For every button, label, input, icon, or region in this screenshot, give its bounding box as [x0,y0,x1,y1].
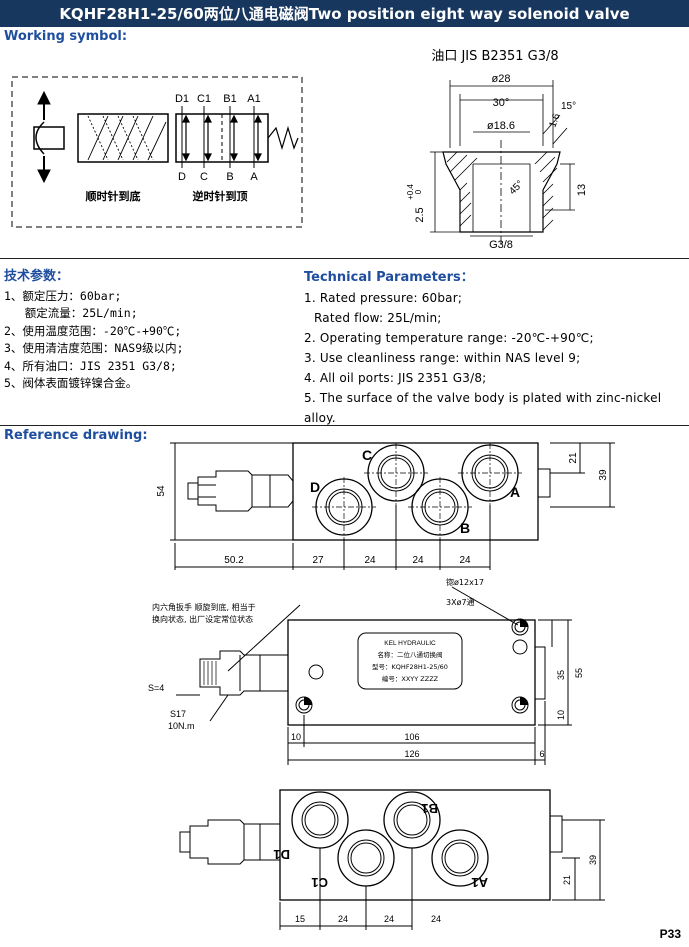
port-detail-drawing: 油口 JIS B2351 G3/8 ø28 30° 15° 1.6 ø18.6 … [406,49,588,251]
working-symbol-diagram: D1 C1 B1 A1 D C B A 顺时针到底 逆时针到顶 [11,76,303,228]
drawing2-s4: S=4 [148,683,164,693]
drawing1-port-c: C [362,447,372,463]
drawing2-dim-6: 6 [539,749,544,759]
page-number: P33 [659,927,681,941]
divider-2 [0,425,689,426]
drawing2-dim-55: 55 [574,668,584,678]
port-dim-angle15: 15° [561,101,576,112]
symbol-port-d: D [178,171,186,183]
cn-param-line: 2、使用温度范围：-20℃-+90℃; [4,323,182,338]
drawing3-dim-39: 39 [588,855,598,865]
drawing2-torque: 10N.m [168,721,195,731]
en-param-line: alloy. [304,411,336,425]
drawing2-dim-106: 106 [404,732,419,742]
drawing3-port-c1: C1 [311,875,328,890]
drawing1-dim-24b: 24 [412,555,424,566]
reference-drawing-label: Reference drawing: [4,428,148,443]
cn-param-line: 3、使用清洁度范围：NAS9级以内; [4,341,184,355]
port-dim-d186: ø18.6 [487,120,515,132]
working-symbol-label: Working symbol: [4,29,128,44]
cn-param-line: 5、阀体表面镀锌镍合金。 [4,376,138,390]
symbol-caption-left: 顺时针到底 [86,189,141,203]
drawing2-dim-126: 126 [404,749,419,759]
drawing2-dim-10b: 10 [556,710,566,720]
reference-drawing-top: C D A B 54 21 39 50.2 27 24 24 24 [156,442,615,570]
drawing1-port-a: A [510,484,520,500]
drawing1-dim-27: 27 [312,555,324,566]
drawing1-dim-21: 21 [568,452,579,464]
drawing2-note-2: 换向状态, 出厂设定常位状态 [152,614,253,624]
cn-param-line: 4、所有油口：JIS 2351 G3/8; [4,358,177,373]
drawing2-dim-10a: 10 [291,732,301,742]
port-dim-h13: 13 [576,184,588,196]
drawing2-hole-note-1: 锪ø12x17 [446,577,484,587]
drawing2-plate-2: 名称：二位八通切换阀 [378,650,443,659]
drawing3-dim-24b: 24 [384,914,394,924]
symbol-caption-right: 逆时针到顶 [193,189,248,203]
drawing1-port-d: D [310,479,320,495]
drawing3-dim-24a: 24 [338,914,348,924]
drawing1-dim-39: 39 [598,469,609,481]
port-dim-thread: G3/8 [489,239,513,251]
port-dim-r16: 1.6 [547,112,562,129]
en-param-line: Rated flow: 25L/min; [314,311,442,325]
drawing3-port-d1: D1 [273,847,290,862]
en-param-line: 3. Use cleanliness range: within NAS lev… [304,351,581,365]
drawing2-plate-4: 编号：XXYY ZZZZ [382,674,439,683]
en-params-heading: Technical Parameters： [304,270,474,285]
drawing3-port-b1: B1 [421,801,438,816]
drawing1-dim-54: 54 [156,485,167,497]
port-dim-tol: +0.4 [406,184,415,200]
cn-params: 技术参数： 1、额定压力：60bar; 额定流量：25L/min; 2、使用温度… [4,268,294,393]
en-param-line: 1. Rated pressure: 60bar; [304,291,463,305]
drawing2-note-1: 内六角扳手 顺旋到底, 相当于 [152,602,256,612]
symbol-port-b: B [226,171,233,183]
drawing1-dim-502: 50.2 [224,555,244,566]
reference-drawing-front: 内六角扳手 顺旋到底, 相当于 换向状态, 出厂设定常位状态 锪ø12x17 3… [148,577,584,765]
drawing3-dim-15: 15 [295,914,305,924]
port-dim-tol0: 0 [414,189,423,194]
symbol-port-a1: A1 [247,93,260,105]
drawing1-port-b: B [460,520,470,536]
drawing2-plate-3: 型号：KQHF28H1-25/60 [372,662,448,671]
page-title: KQHF28H1-25/60两位八通电磁阀Two position eight … [0,0,689,27]
reference-drawing-bottom: B1 D1 C1 A1 15 24 24 24 21 39 [179,789,605,930]
en-param-line: 2. Operating temperature range: -20℃-+90… [304,331,594,345]
symbol-port-a: A [250,171,258,183]
port-dim-h25: 2.5 [414,207,426,222]
drawing3-port-a1: A1 [471,875,488,890]
drawing3-dim-24c: 24 [431,914,441,924]
drawing1-dim-24a: 24 [364,555,376,566]
drawing1-dim-24c: 24 [459,555,471,566]
drawing2-dim-35: 35 [556,670,566,680]
port-dim-angle30: 30° [493,97,510,109]
en-param-line: 5. The surface of the valve body is plat… [304,391,662,405]
symbol-port-d1: D1 [175,93,189,105]
port-dim-d28: ø28 [492,73,511,85]
symbol-port-b1: B1 [223,93,236,105]
cn-params-heading: 技术参数： [4,269,70,284]
symbol-port-c: C [200,171,208,183]
cn-param-line: 额定流量：25L/min; [4,306,138,320]
port-dim-angle45: 45° [507,179,525,197]
cn-param-line: 1、额定压力：60bar; [4,288,122,303]
divider-1 [0,258,689,259]
drawing2-hole-note-2: 3Xø7通 [446,597,475,607]
drawing3-dim-21: 21 [562,875,572,885]
drawing2-plate-1: KEL HYDRAULIC [384,640,436,647]
drawing2-s17: S17 [170,709,186,719]
en-params: Technical Parameters： 1. Rated pressure:… [304,268,679,428]
symbol-port-c1: C1 [197,93,211,105]
en-param-line: 4. All oil ports: JIS 2351 G3/8; [304,371,487,385]
port-detail-title: 油口 JIS B2351 G3/8 [431,49,558,64]
